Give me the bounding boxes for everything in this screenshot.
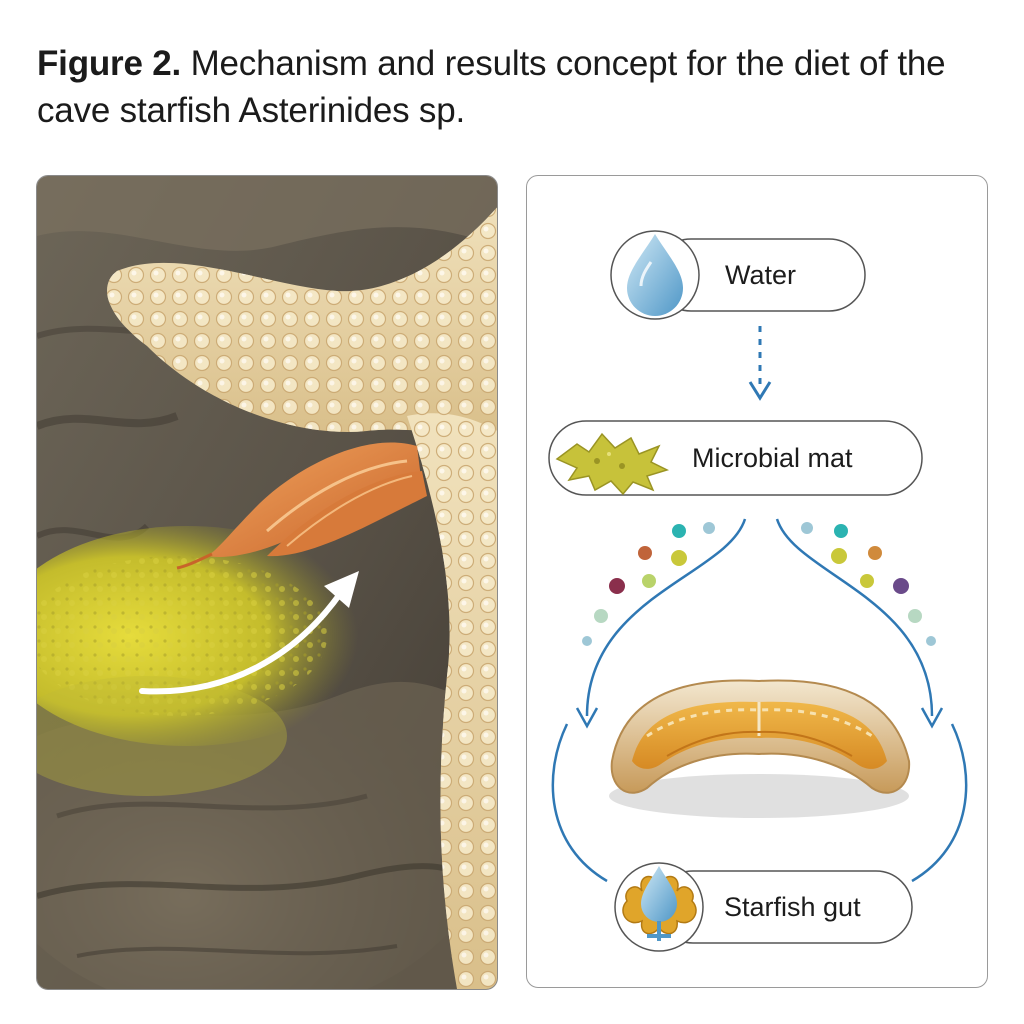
- left-return-arrow: [551, 723, 608, 883]
- microbial-mat-label: Microbial mat: [692, 443, 853, 473]
- microbial-mat-icon: [555, 432, 670, 496]
- left-arrow: [585, 518, 747, 717]
- water-label: Water: [725, 260, 797, 290]
- diet-flow-diagram: [548, 230, 968, 952]
- dotted-arrow-head: [748, 381, 772, 401]
- water-drop-icon: [627, 234, 683, 316]
- starfish-gut-label: Starfish gut: [724, 892, 861, 922]
- figure-caption-text: Mechanism and results concept for the di…: [37, 44, 946, 130]
- right-return-arrow: [911, 723, 968, 883]
- gut-drop-icon: [622, 866, 697, 941]
- stomach-cross-section-icon: [609, 679, 911, 818]
- everted-stomach: [176, 442, 427, 570]
- figure-label: Figure 2.: [37, 44, 182, 83]
- starfish-feeding-illustration: [37, 176, 497, 989]
- starfish-arm: [107, 207, 497, 989]
- photo-panel: [36, 175, 498, 990]
- figure-caption: Figure 2. Mechanism and results concept …: [37, 40, 977, 134]
- right-arrow: [775, 518, 934, 717]
- nutrient-particles: [582, 522, 936, 646]
- diagram-panel: Water Microbial mat Starfish gut: [526, 175, 988, 988]
- feeding-arrow-icon: [139, 571, 359, 695]
